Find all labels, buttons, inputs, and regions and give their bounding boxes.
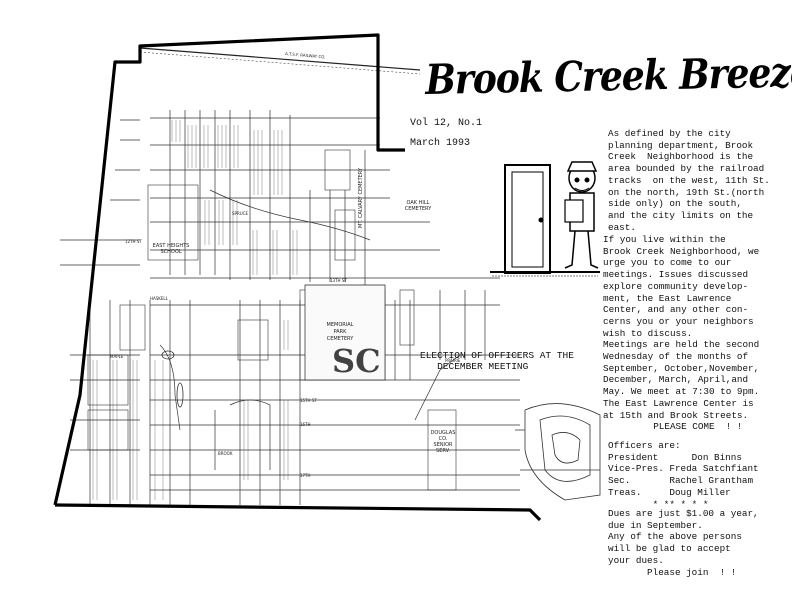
invite-line: Brook Creek Neighborhood, we [603,245,760,257]
catholic-cemetery-label: MT. CALVARY CEMETERY [358,168,364,228]
street-label-haskell: HASKELL [150,296,169,301]
intro-line: Creek Neighborhood is the [608,151,754,163]
officers-line: Officers are: [608,440,681,451]
intro-line: area bounded by the railroad [608,163,765,175]
street-label-spruce: SPRUCE [232,211,248,216]
railroad-line [139,47,421,71]
officers-line: * ** * * * [608,498,709,510]
lower-right-development [515,403,601,501]
street-label-maple: MAPLE [110,354,124,359]
invite-line: cerns you or your neighbors [603,315,754,327]
dues-line: due in September. [608,519,703,531]
intro-line: planning department, Brook [608,139,754,151]
invite-line: ment, the East Lawrence [603,292,732,304]
street-label-12th: 12TH ST [125,239,142,244]
svg-text:SC: SC [332,342,381,380]
street-label-13th: 13TH ST [330,278,347,283]
invite-line: September, October,November, [603,362,760,374]
election-notice: ELECTION OF OFFICERS AT THE DECEMBER MEE… [420,350,574,372]
street-label-17th: 17TH [300,473,311,478]
election-line: DECEMBER MEETING [420,361,529,372]
invite-line: PLEASE COME ! ! [603,421,743,433]
dues-line: Dues are just $1.00 a year, [608,508,759,519]
issue-volume: Vol 12, No.1 [410,118,483,129]
memorial-park [304,284,386,381]
invite-line: Meetings are held the second [603,339,760,351]
invite-line: If you live within the [603,234,726,245]
street-label-15th: 15TH ST [300,398,317,403]
invite-line: at 15th and Brook Streets. [603,409,749,421]
issue-date: March 1993 [410,138,471,149]
intro-line: on the north, 19th St.(north [608,186,765,198]
cartoon-mascot [490,161,600,277]
officers-line: Treas. Doug Miller [608,486,731,498]
invite-line: December, March, April,and [603,374,749,386]
invite-line: The East Lawrence Center is [603,397,754,409]
school-label: EAST HEIGHTS SCHOOL [152,243,190,255]
invite-line: Center, and any other con- [603,304,749,316]
newsletter-title: Brook Creek Breeze [425,48,792,105]
senior-services-label: DOUGLAS CO. SENIOR SERV. [430,430,456,454]
dues-notice: Dues are just $1.00 a year,due in Septem… [608,508,759,578]
street-label-prairie: PRAIRIE [445,358,461,363]
memorial-park-label: MEMORIAL PARK CEMETERY [326,322,354,342]
street-label-16th: 16TH [300,422,311,427]
intro-line: and the city limits on the [608,209,754,221]
dues-line: Any of the above persons [608,531,742,543]
election-line: ELECTION OF OFFICERS AT THE [420,350,574,361]
dues-line: Please join ! ! [608,566,737,578]
invite-line: wish to discuss. [603,327,693,339]
intro-line: side only) on the south, [608,198,742,210]
officers-line: Vice-Pres. Freda Satchfiant [608,463,759,475]
oak-hill-cemetery-label: OAK HILL CEMETERY [404,200,432,212]
railway-label: A.T.S.F. RAILWAY CO. [285,51,326,60]
intro-line: As defined by the city [608,128,731,139]
neighborhood-boundary [53,33,405,506]
officers-line: Sec. Rachel Grantham [608,475,754,487]
intro-line: tracks on the west, 11th St. [608,174,770,186]
invite-line: explore community develop- [603,280,749,292]
invite-line: Wednesday of the months of [603,351,749,363]
invite-line: May. We meet at 7:30 to 9pm. [603,386,760,398]
dues-line: your dues. [608,554,664,566]
officers-line: President Don Binns [608,451,742,463]
street-grid [60,110,520,505]
street-label-brook: BROOK [218,451,233,456]
invite-line: meetings. Issues discussed [603,269,749,281]
dues-line: will be glad to accept [608,543,731,555]
invite-line: urge you to come to our [603,257,732,269]
intro-line: east. [608,221,636,233]
